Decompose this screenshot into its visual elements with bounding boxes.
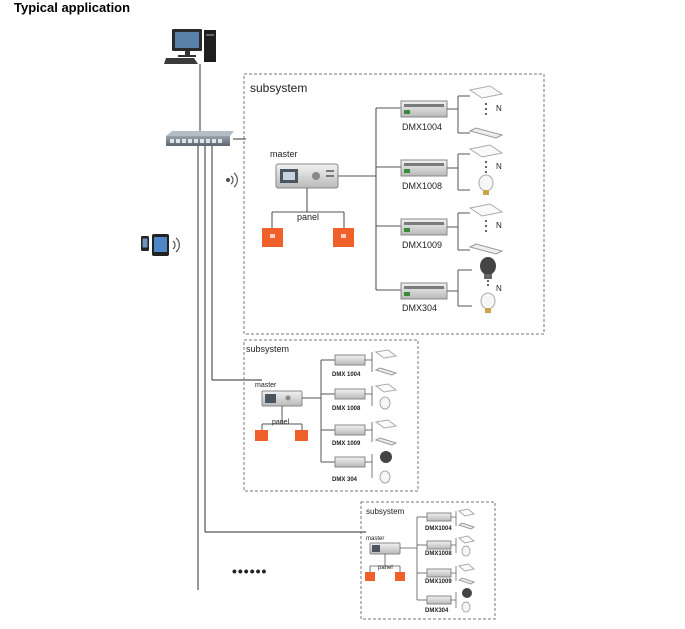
subsystem-1: subsystem master panel bbox=[243, 73, 545, 335]
wifi-signal-icon bbox=[225, 172, 238, 188]
bulb-icon bbox=[461, 601, 471, 613]
master-controller bbox=[369, 542, 401, 555]
n-label: N bbox=[496, 162, 502, 171]
dmx-driver bbox=[400, 282, 448, 300]
ceiling-panel-light-icon bbox=[457, 535, 476, 544]
linear-light-icon bbox=[468, 127, 504, 139]
panel-wiring bbox=[369, 554, 401, 572]
subsystem-2: subsystem master panel DMX 1004 DMX 1008 bbox=[243, 339, 419, 492]
subsystem-heading: subsystem bbox=[246, 344, 289, 354]
bulb-icon bbox=[478, 174, 494, 195]
desktop-computer-icon bbox=[164, 29, 216, 64]
subsystem-heading: subsystem bbox=[250, 81, 307, 95]
spotlight-icon bbox=[462, 588, 472, 598]
dmx-driver bbox=[426, 595, 452, 605]
bulb-icon bbox=[379, 470, 391, 484]
linear-light-icon bbox=[468, 243, 504, 255]
linear-light-icon bbox=[457, 577, 476, 585]
ceiling-panel-light-icon bbox=[457, 508, 476, 517]
linear-light-icon bbox=[374, 367, 398, 376]
dmx-driver bbox=[400, 100, 448, 118]
ceiling-panel-light-icon bbox=[374, 383, 398, 393]
driver-label: DMX 1009 bbox=[332, 441, 361, 447]
driver-label: DMX1008 bbox=[425, 551, 452, 557]
wall-panel bbox=[333, 228, 354, 247]
n-label: N bbox=[496, 104, 502, 113]
dmx-driver bbox=[426, 568, 452, 578]
dmx-driver bbox=[334, 354, 366, 366]
linear-light-icon bbox=[374, 437, 398, 446]
dmx-driver bbox=[426, 540, 452, 550]
panel-label: panel bbox=[272, 419, 290, 426]
ceiling-panel-light-icon bbox=[457, 563, 476, 572]
driver-label: DMX1004 bbox=[425, 526, 452, 532]
driver-label: DMX 1008 bbox=[332, 406, 361, 412]
backbone-lines bbox=[197, 64, 366, 590]
subsystem-3: subsystem master panel DMX1004 DMX1008 bbox=[360, 501, 496, 620]
dmx-driver bbox=[334, 388, 366, 400]
dmx-driver bbox=[334, 424, 366, 436]
network-switch-icon bbox=[166, 131, 234, 146]
master-label: master bbox=[255, 382, 277, 389]
wall-panel bbox=[255, 430, 268, 441]
smartphone-icon bbox=[141, 236, 149, 251]
bulb-icon bbox=[461, 545, 471, 557]
ceiling-panel-light-icon bbox=[468, 203, 504, 217]
driver-label: DMX1009 bbox=[402, 240, 442, 250]
driver-label: DMX1009 bbox=[425, 579, 452, 585]
bus-lines bbox=[338, 107, 401, 291]
spotlight-icon bbox=[480, 257, 496, 279]
driver-label: DMX304 bbox=[402, 303, 437, 313]
bulb-icon bbox=[480, 292, 496, 313]
master-label: master bbox=[270, 149, 298, 159]
ceiling-panel-light-icon bbox=[374, 419, 398, 429]
wall-panel bbox=[395, 572, 405, 581]
n-label: N bbox=[496, 221, 502, 230]
page-title: Typical application bbox=[14, 0, 131, 15]
subsystem-heading: subsystem bbox=[366, 507, 405, 516]
driver-label: DMX304 bbox=[425, 608, 449, 614]
wall-panel bbox=[262, 228, 283, 247]
spotlight-icon bbox=[380, 451, 392, 463]
driver-label: DMX1008 bbox=[402, 181, 442, 191]
panel-wiring bbox=[271, 188, 345, 228]
dmx-driver bbox=[400, 159, 448, 177]
dmx-driver bbox=[400, 218, 448, 236]
n-label: N bbox=[496, 284, 502, 293]
panel-wiring bbox=[261, 406, 303, 430]
driver-label: DMX1004 bbox=[402, 122, 442, 132]
ceiling-panel-light-icon bbox=[468, 144, 504, 158]
dmx-driver bbox=[334, 456, 366, 468]
ceiling-panel-light-icon bbox=[374, 349, 398, 359]
driver-label: DMX 304 bbox=[332, 477, 358, 483]
driver-label: DMX 1004 bbox=[332, 372, 361, 378]
ceiling-panel-light-icon bbox=[468, 85, 504, 99]
wall-panel bbox=[365, 572, 375, 581]
wall-panel bbox=[295, 430, 308, 441]
master-controller bbox=[275, 163, 339, 189]
panel-label: panel bbox=[297, 212, 319, 222]
master-controller bbox=[261, 390, 303, 407]
linear-light-icon bbox=[457, 522, 476, 530]
wifi-signal-icon-mobile bbox=[172, 237, 180, 253]
tablet-icon bbox=[152, 234, 169, 256]
more-subsystems-ellipsis: •••••• bbox=[232, 563, 267, 579]
bulb-icon bbox=[379, 396, 391, 410]
panel-label: panel bbox=[378, 565, 393, 571]
bus-lines bbox=[302, 359, 335, 463]
dmx-driver bbox=[426, 512, 452, 522]
bus-lines bbox=[400, 516, 427, 601]
master-label: master bbox=[366, 536, 384, 542]
